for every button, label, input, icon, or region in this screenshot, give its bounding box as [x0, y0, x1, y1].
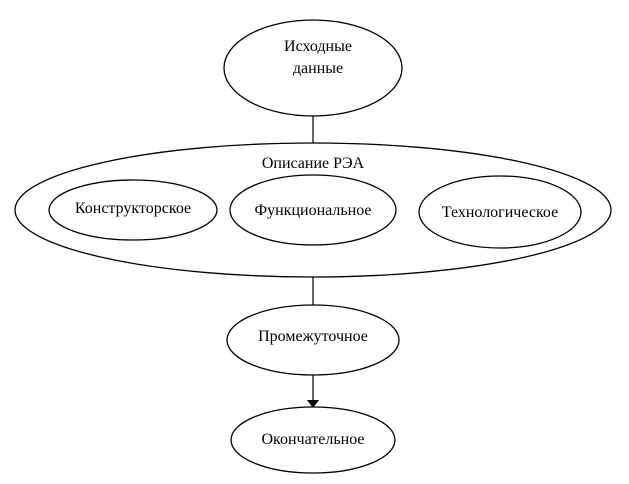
- node-design-label: Конструкторское: [75, 200, 191, 217]
- node-final-label: Окончательное: [261, 431, 364, 448]
- node-intermediate-label: Промежуточное: [258, 328, 368, 345]
- arrowhead-icon: [307, 400, 319, 408]
- node-intermediate-shape: [226, 304, 400, 376]
- node-source-shape: [223, 19, 403, 117]
- node-source: Исходные данные: [223, 19, 403, 117]
- node-source-label-line2: данные: [293, 60, 343, 77]
- node-functional-shape: [229, 174, 397, 246]
- node-technological-label: Технологическое: [442, 204, 558, 221]
- node-design-shape: [48, 179, 218, 241]
- node-description-label: Описание РЭА: [262, 155, 365, 172]
- node-final-shape: [230, 406, 396, 474]
- node-intermediate: Промежуточное: [226, 304, 400, 376]
- node-functional: Функциональное: [229, 174, 397, 246]
- node-design: Конструкторское: [48, 179, 218, 241]
- node-functional-label: Функциональное: [254, 202, 371, 219]
- node-final: Окончательное: [230, 406, 396, 474]
- node-technological: Технологическое: [418, 175, 582, 249]
- node-source-label-line1: Исходные: [284, 38, 352, 55]
- node-technological-shape: [418, 175, 582, 249]
